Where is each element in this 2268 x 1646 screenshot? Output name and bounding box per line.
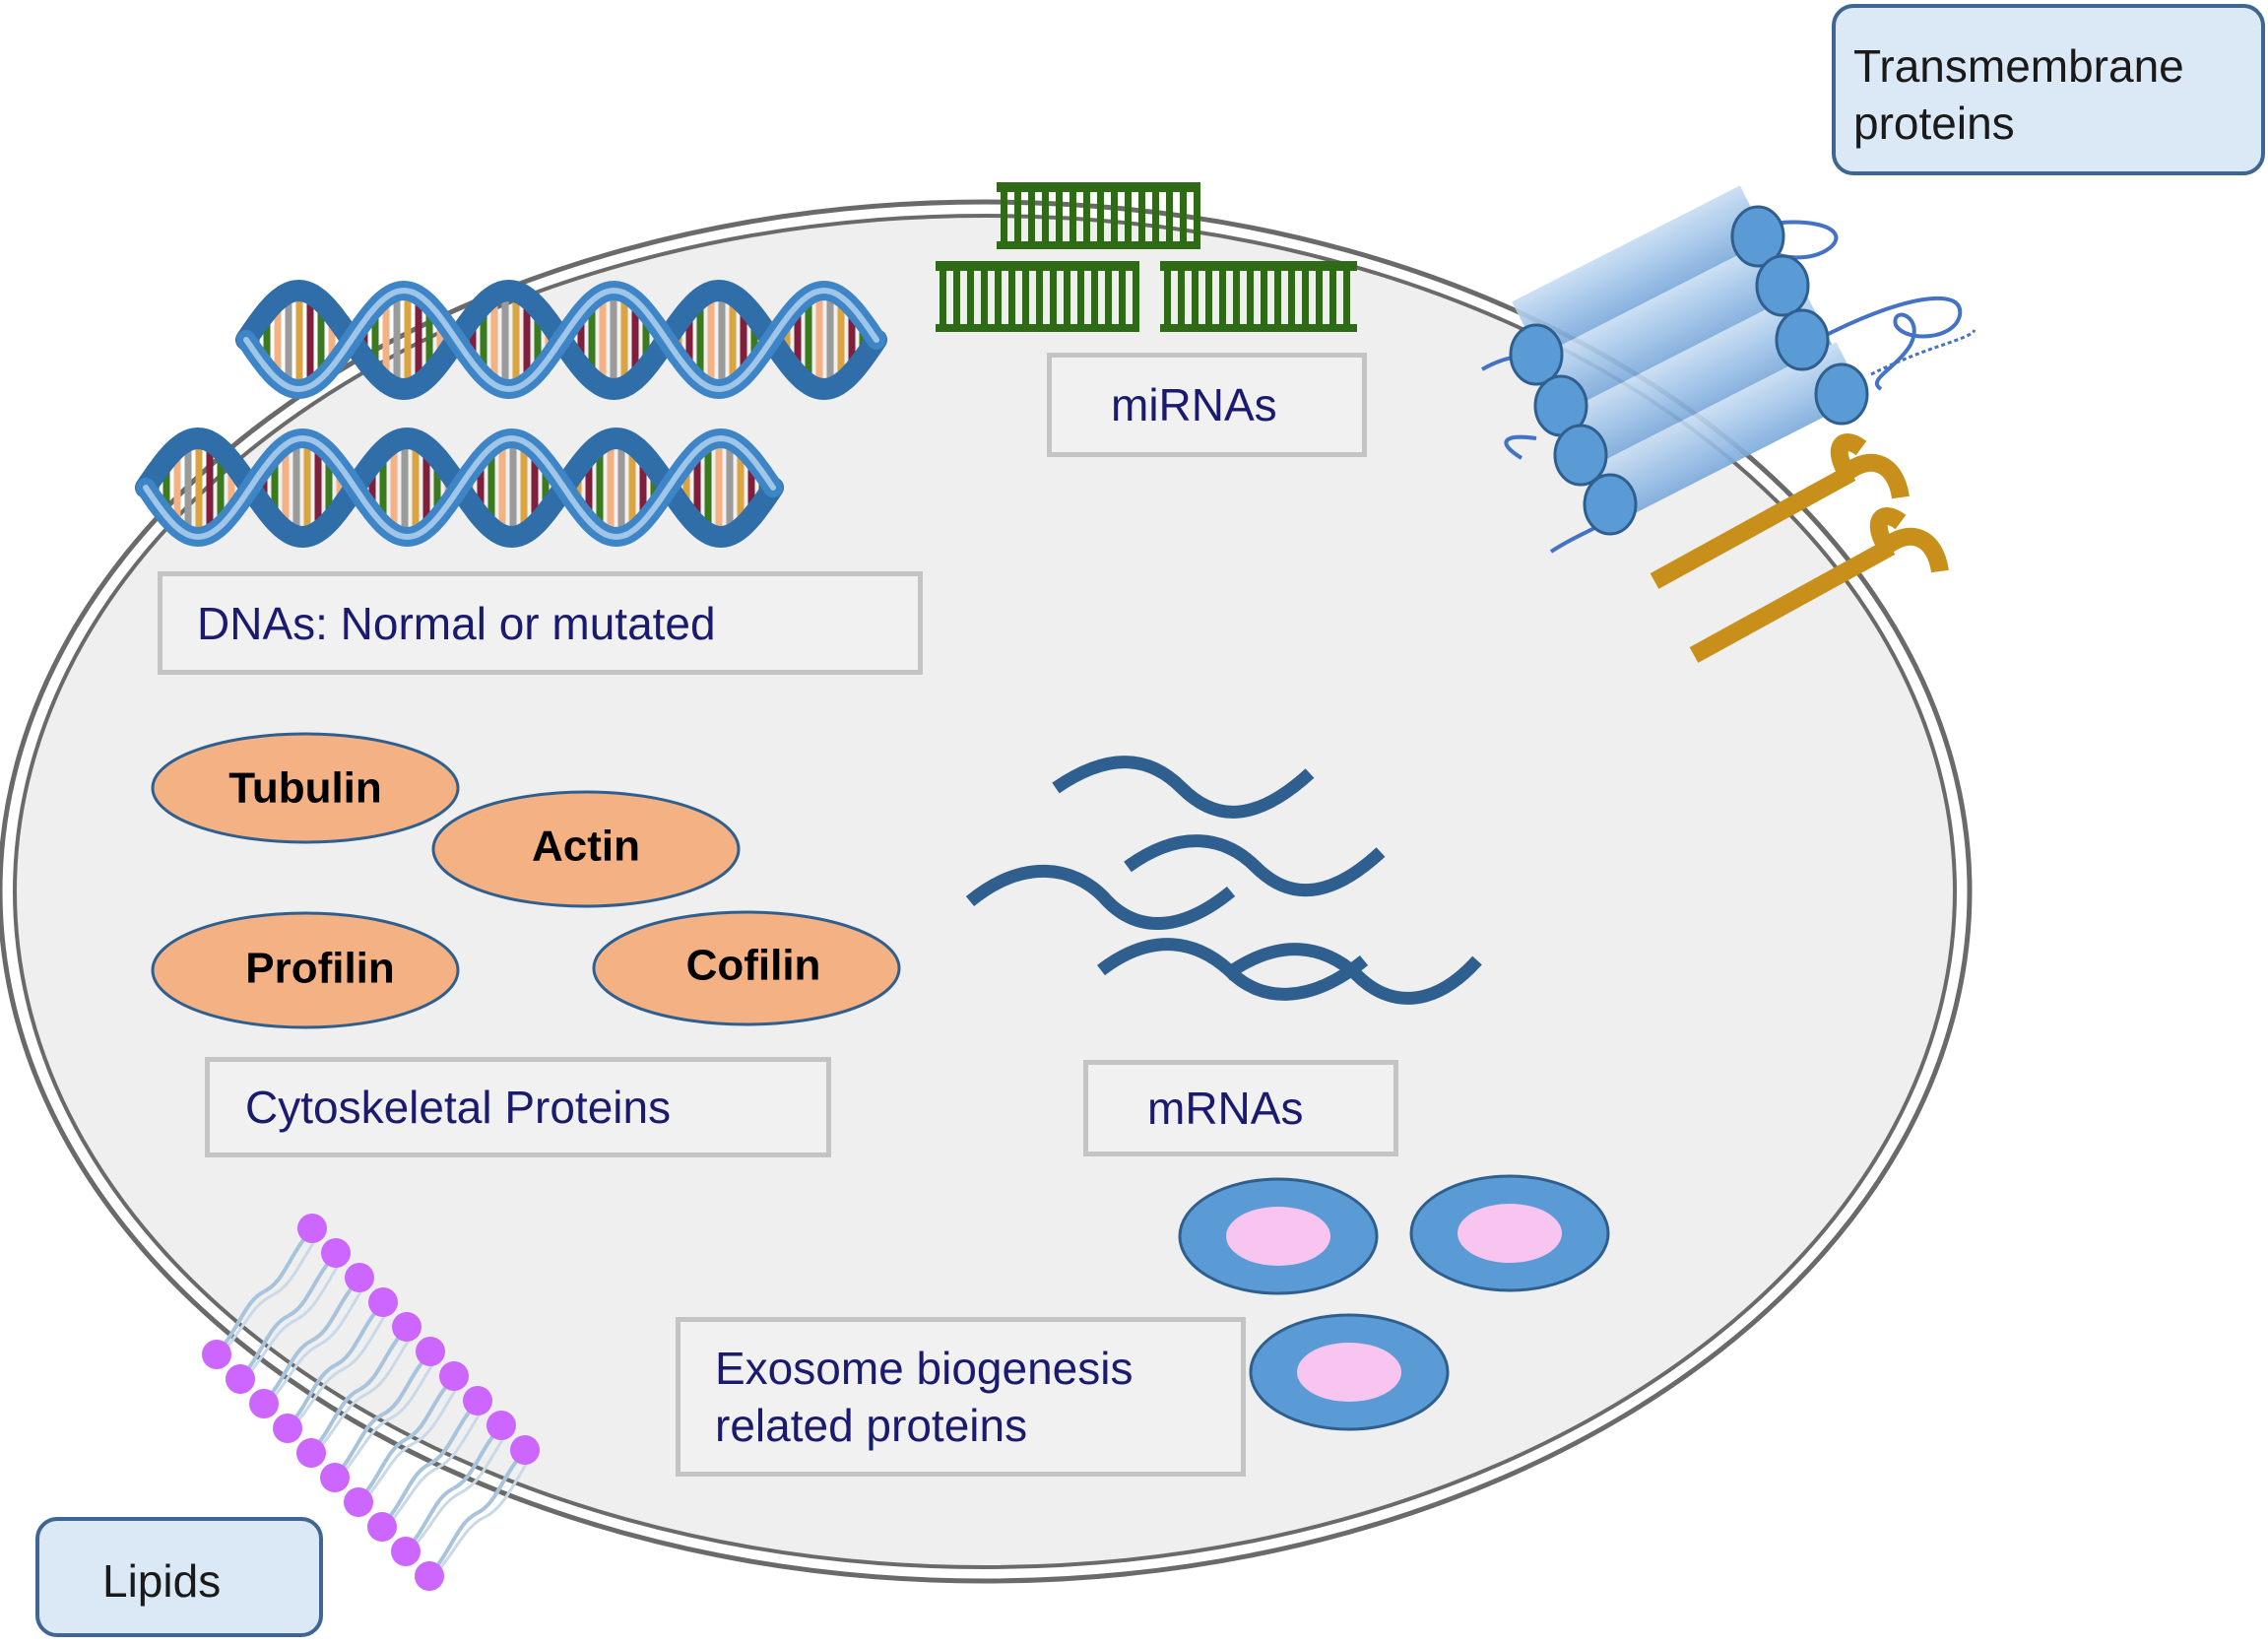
- transmembrane-proteins-callout: Transmembrane proteins: [1832, 4, 2265, 175]
- tubulin-oval: [151, 732, 460, 844]
- actin-oval: [431, 790, 741, 908]
- exosome-label-line-2: related proteins: [715, 1400, 1028, 1451]
- exosome-label-line-1: Exosome biogenesis: [715, 1343, 1134, 1394]
- lipids-label: Lipids: [102, 1555, 222, 1607]
- mirnas-label: miRNAs: [1047, 353, 1367, 457]
- transmembrane-protein-icon: [1481, 185, 1976, 554]
- lipids-callout: Lipids: [35, 1517, 323, 1637]
- transmembrane-line-1: Transmembrane: [1853, 40, 2184, 92]
- exosome-biogenesis-label: Exosome biogenesis related proteins: [676, 1317, 1246, 1477]
- protein-label-cofilin: Cofilin: [686, 942, 821, 990]
- mrnas-label: mRNAs: [1083, 1060, 1398, 1156]
- mrna-strands-icon: [965, 756, 1482, 1005]
- protein-label-profilin: Profilin: [245, 945, 395, 993]
- dna-helix-icon: [135, 279, 887, 549]
- profilin-oval: [151, 911, 460, 1029]
- mirna-icon: [936, 182, 1357, 332]
- protein-label-actin: Actin: [532, 823, 640, 871]
- vesicle-icons: [1178, 1174, 1610, 1431]
- cytoskeletal-ovals: Tubulin Actin Profilin Cofilin: [151, 732, 901, 1029]
- cytoskeletal-proteins-label: Cytoskeletal Proteins: [205, 1057, 831, 1157]
- protein-label-tubulin: Tubulin: [228, 764, 382, 813]
- receptor-icon: [1650, 433, 1949, 663]
- cofilin-oval: [592, 910, 901, 1026]
- dnas-label: DNAs: Normal or mutated: [158, 571, 923, 675]
- lipid-bilayer-icon: [202, 1214, 540, 1591]
- transmembrane-line-2: proteins: [1853, 98, 2015, 149]
